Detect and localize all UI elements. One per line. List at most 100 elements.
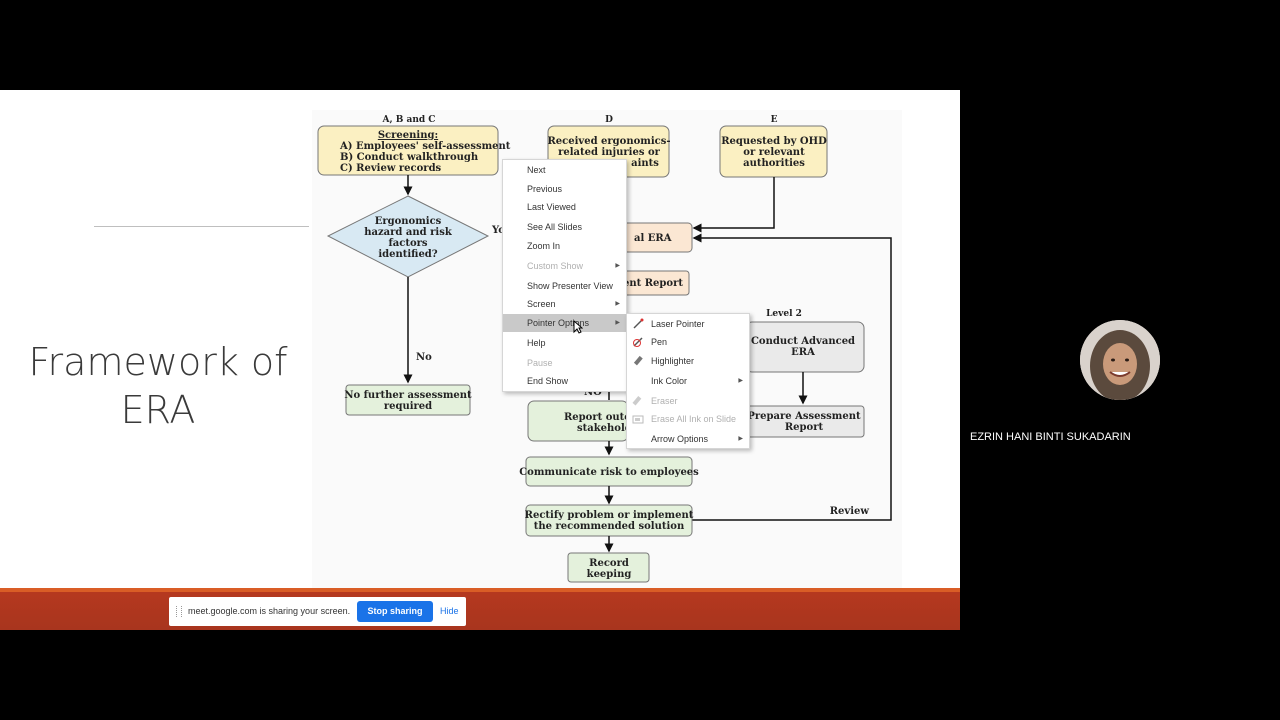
- screening-b: B) Conduct walkthrough: [340, 152, 479, 163]
- report-outcome-line2: stakehold: [577, 423, 632, 434]
- menu-item-zoom-in[interactable]: Zoom In: [503, 237, 626, 255]
- submenu-arrow-icon: ▶: [738, 436, 743, 442]
- assessment-report-label: ent Report: [623, 278, 683, 289]
- slide-title: Framework of ERA: [18, 338, 298, 434]
- requested-line1: Requested by OHD: [721, 136, 827, 147]
- menu-item-label: See All Slides: [527, 222, 583, 232]
- submenu-arrow-icon: ▶: [615, 320, 620, 326]
- participant-photo-icon: [1080, 320, 1160, 400]
- menu-item-label: Next: [527, 165, 546, 175]
- advanced-line1: Conduct Advanced: [751, 336, 855, 347]
- requested-line3: authorities: [743, 158, 805, 169]
- era-flowchart: A, B and C D E Screening: A) Employees' …: [312, 110, 902, 588]
- slide-title-line1: Framework of: [28, 340, 288, 384]
- column-label-abc: A, B and C: [382, 115, 436, 125]
- submenu-arrow-icon: ▶: [615, 263, 620, 269]
- requested-line2: or relevant: [743, 147, 805, 158]
- submenu-item-highlighter[interactable]: Highlighter: [627, 352, 749, 370]
- record-line2: keeping: [587, 569, 632, 580]
- screen-share-bar: meet.google.com is sharing your screen. …: [169, 597, 466, 626]
- pointer-options-submenu: Laser Pointer Pen Highlighter Ink Color …: [626, 313, 750, 449]
- no-further-line1: No further assessment: [344, 390, 472, 401]
- review-label: Review: [830, 506, 870, 517]
- menu-item-see-all-slides[interactable]: See All Slides: [503, 218, 626, 236]
- screening-heading: Screening:: [378, 130, 438, 141]
- received-line2: related injuries or: [558, 147, 661, 158]
- menu-item-presenter-view[interactable]: Show Presenter View: [503, 277, 626, 295]
- no-further-line2: required: [384, 401, 432, 412]
- menu-item-help[interactable]: Help: [503, 334, 626, 352]
- eraser-icon: [632, 396, 642, 406]
- menu-item-screen[interactable]: Screen ▶: [503, 295, 626, 313]
- stop-sharing-button[interactable]: Stop sharing: [357, 601, 433, 622]
- participant-tile: EZRIN HANI BINTI SUKADARIN: [960, 270, 1280, 450]
- menu-item-label: Help: [527, 338, 546, 348]
- menu-item-label: Last Viewed: [527, 202, 576, 212]
- erase-all-icon: [632, 415, 644, 424]
- record-line1: Record: [589, 558, 629, 569]
- column-label-d: D: [605, 115, 613, 125]
- submenu-item-pen[interactable]: Pen: [627, 333, 749, 351]
- menu-item-pointer-options[interactable]: Pointer Options ▶: [503, 314, 626, 332]
- slide-title-line2: ERA: [120, 388, 196, 432]
- decision-line4: identified?: [378, 249, 437, 260]
- hide-button[interactable]: Hide: [440, 606, 459, 616]
- menu-item-end-show[interactable]: End Show: [503, 372, 626, 390]
- submenu-arrow-icon: ▶: [738, 378, 743, 384]
- decision-line2: hazard and risk: [364, 227, 453, 238]
- prepare-line2: Report: [785, 422, 824, 433]
- menu-item-label: Previous: [527, 184, 563, 194]
- submenu-item-label: Arrow Options: [651, 434, 709, 444]
- rectify-line1: Rectify problem or implement: [525, 510, 694, 521]
- menu-item-label: Custom Show: [527, 261, 584, 271]
- slide-footer-bar: [0, 588, 960, 630]
- submenu-item-laser-pointer[interactable]: Laser Pointer: [627, 315, 749, 333]
- submenu-item-eraser: Eraser: [627, 392, 749, 410]
- column-label-e: E: [771, 115, 778, 125]
- received-line3: aints: [631, 158, 659, 169]
- menu-item-label: Pointer Options: [527, 318, 590, 328]
- menu-item-custom-show: Custom Show ▶: [503, 257, 626, 275]
- no-label: No: [416, 352, 432, 363]
- highlighter-icon: [633, 355, 643, 366]
- avatar: [1080, 320, 1160, 400]
- share-message: meet.google.com is sharing your screen.: [188, 606, 351, 616]
- yes-label: Yo: [491, 225, 505, 236]
- received-line1: Received ergonomics-: [547, 136, 670, 147]
- rectify-line2: the recommended solution: [534, 521, 685, 532]
- menu-item-next[interactable]: Next: [503, 161, 626, 179]
- submenu-item-label: Highlighter: [651, 356, 695, 366]
- decision-line3: factors: [388, 238, 427, 249]
- drag-handle-icon[interactable]: [176, 606, 182, 617]
- no-label-2: NO: [584, 387, 602, 398]
- submenu-item-label: Ink Color: [651, 376, 688, 386]
- submenu-item-arrow-options[interactable]: Arrow Options ▶: [627, 430, 749, 448]
- submenu-item-label: Pen: [651, 337, 668, 347]
- submenu-item-label: Eraser: [651, 396, 678, 406]
- menu-item-last-viewed[interactable]: Last Viewed: [503, 198, 626, 216]
- presentation-slide: Framework of ERA A, B and C D E Screenin…: [0, 90, 960, 630]
- submenu-item-ink-color[interactable]: Ink Color ▶: [627, 372, 749, 390]
- laser-pointer-icon: [633, 318, 644, 329]
- pen-icon: [633, 337, 643, 347]
- screening-a: A) Employees' self-assessment: [339, 141, 511, 152]
- initial-era-label: al ERA: [634, 233, 672, 244]
- submenu-arrow-icon: ▶: [615, 301, 620, 307]
- decision-line1: Ergonomics: [375, 216, 442, 227]
- communicate-label: Communicate risk to employees: [519, 467, 699, 478]
- level2-label: Level 2: [766, 309, 802, 319]
- advanced-line2: ERA: [791, 347, 815, 358]
- menu-item-label: Show Presenter View: [527, 281, 613, 291]
- slideshow-context-menu: Next Previous Last Viewed See All Slides…: [502, 159, 627, 392]
- submenu-item-label: Laser Pointer: [651, 319, 705, 329]
- menu-item-label: Screen: [527, 299, 556, 309]
- menu-item-previous[interactable]: Previous: [503, 180, 626, 198]
- prepare-line1: Prepare Assessment: [747, 411, 861, 422]
- title-divider: [94, 226, 309, 227]
- no-further-box: [345, 384, 471, 416]
- menu-item-label: End Show: [527, 376, 569, 386]
- participant-name: EZRIN HANI BINTI SUKADARIN: [970, 431, 1131, 443]
- record-keeping-box: [567, 552, 650, 583]
- menu-item-label: Pause: [527, 358, 553, 368]
- menu-item-label: Zoom In: [527, 241, 561, 251]
